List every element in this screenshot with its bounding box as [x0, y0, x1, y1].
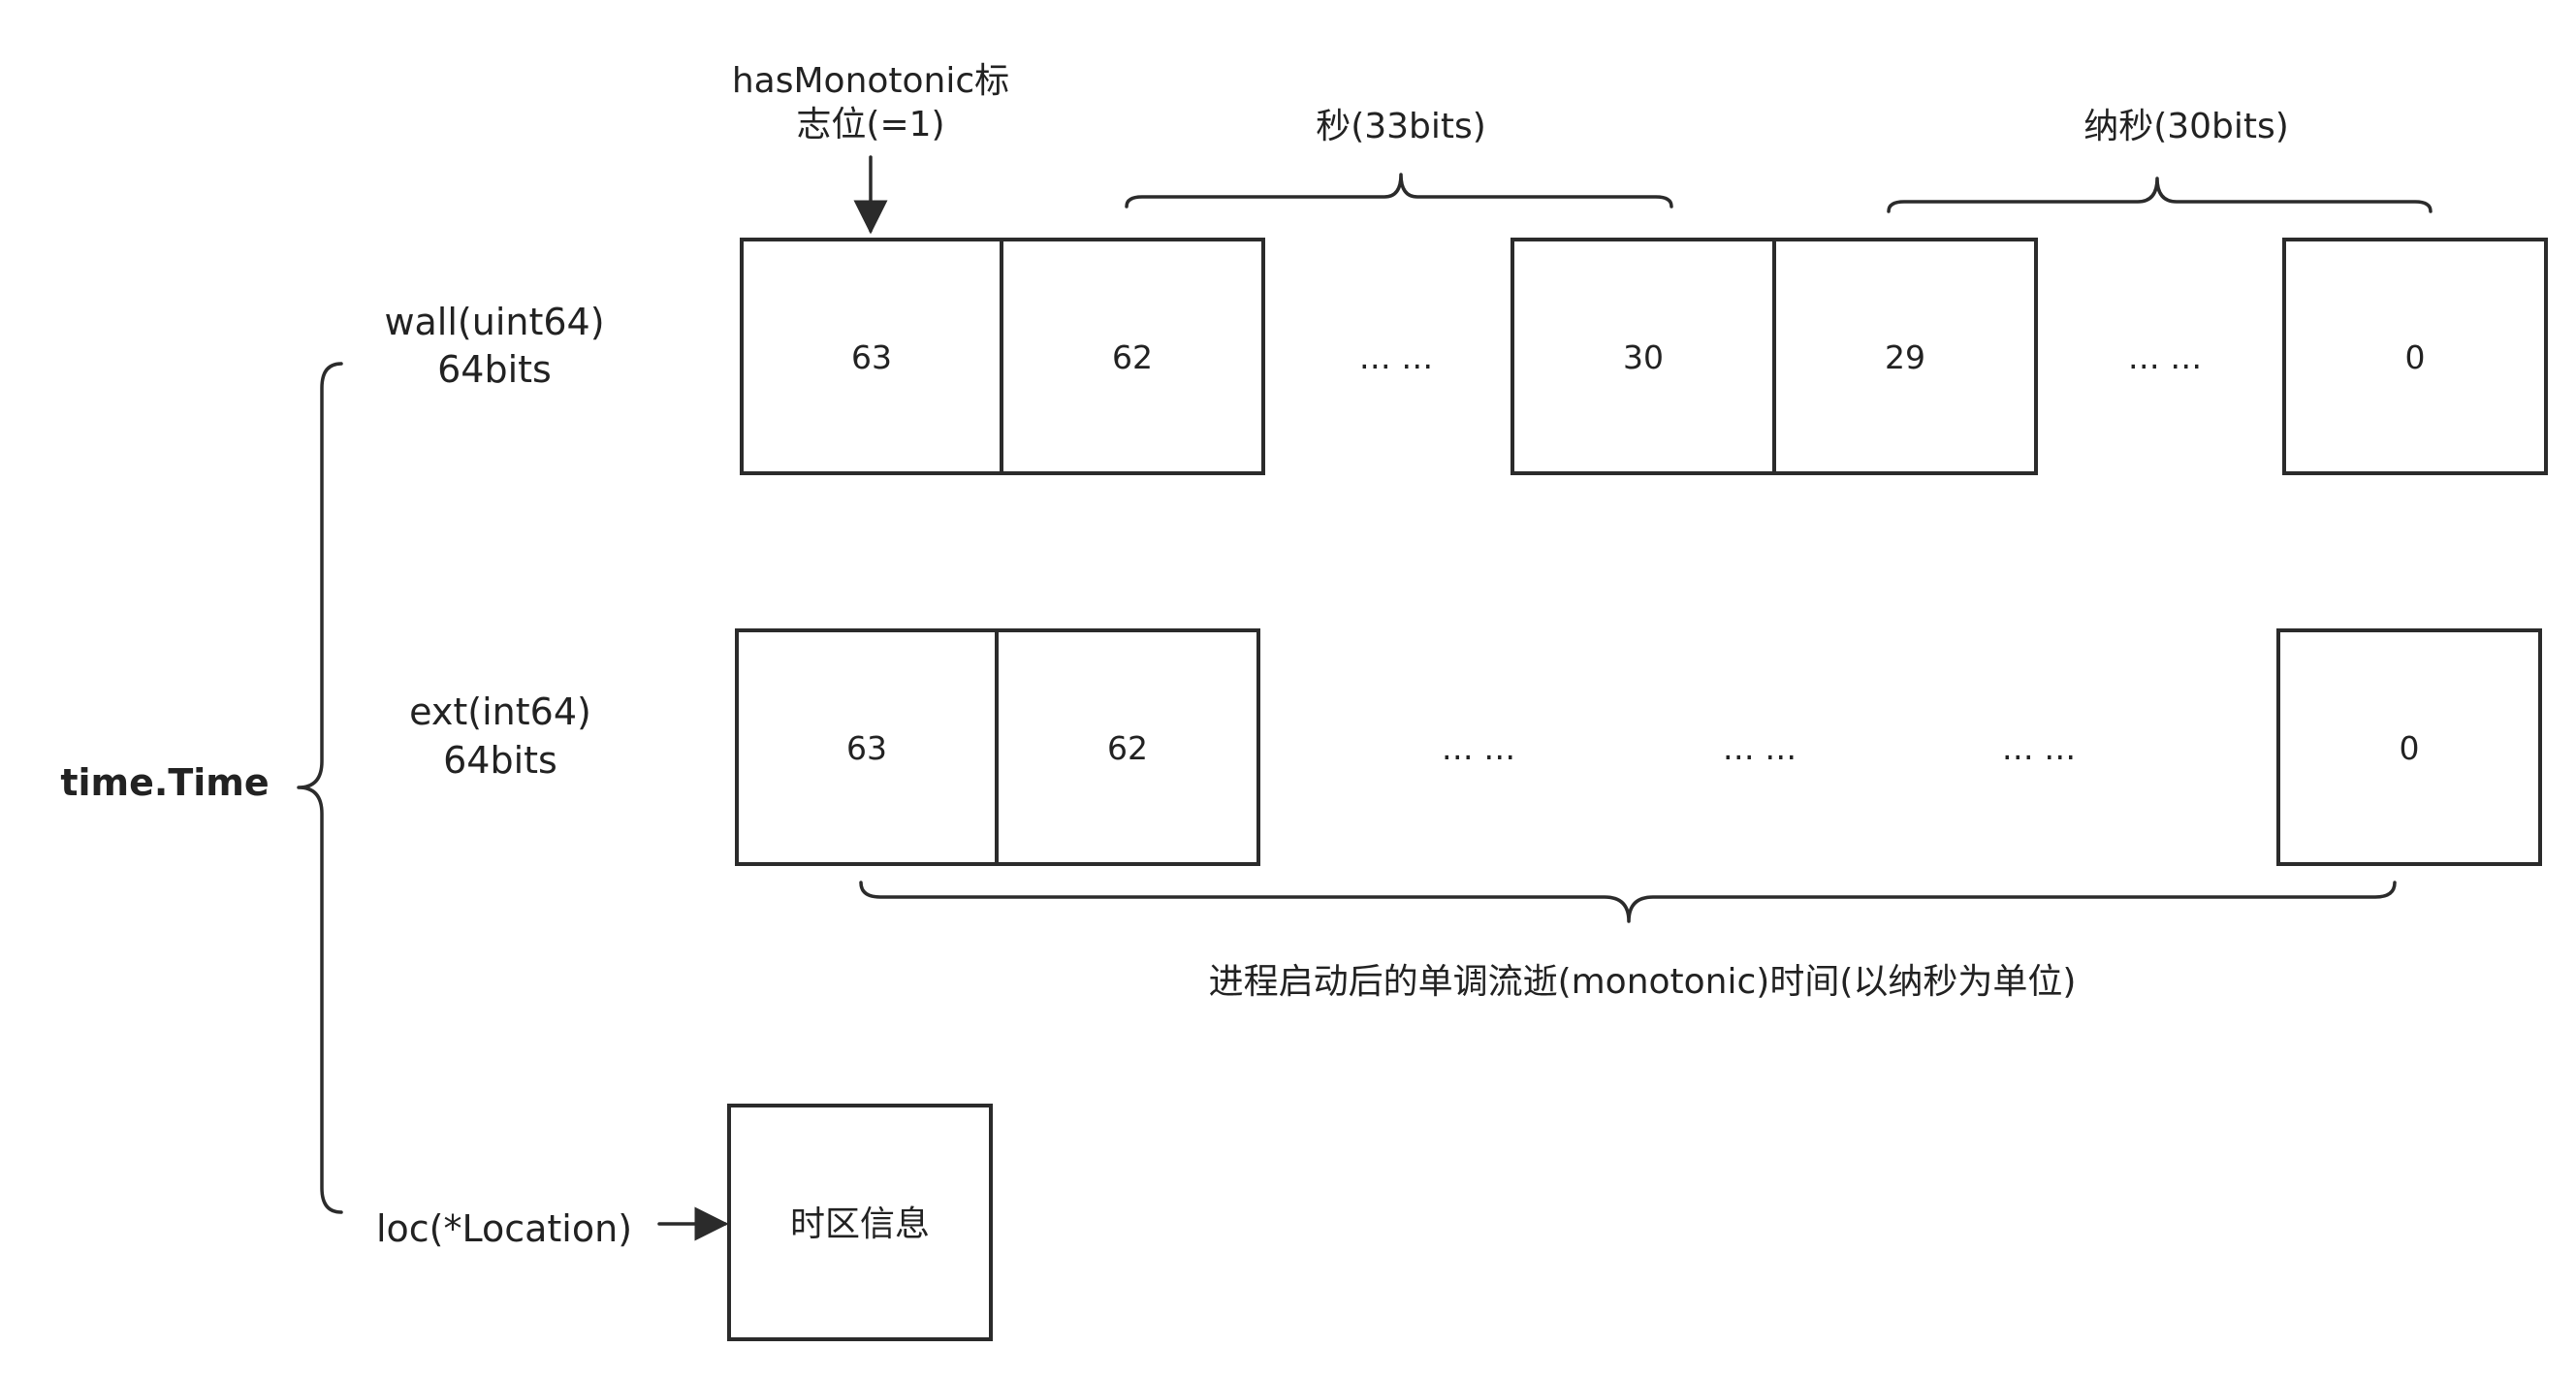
wall-bit-29: 29 — [1885, 338, 1925, 376]
wall-bit-30: 30 — [1623, 338, 1664, 376]
wall-bit-cell: 62 — [1000, 238, 1265, 475]
ext-field-size: 64bits — [443, 739, 557, 782]
wall-bit-cell: 30 — [1511, 238, 1776, 475]
ext-brace — [859, 881, 2397, 923]
root-brace — [297, 362, 343, 1214]
ext-bit-cell: 63 — [735, 628, 999, 866]
wall-bit-62: 62 — [1112, 338, 1153, 376]
seconds-brace — [1125, 173, 1673, 209]
wall-bit-cells: 63 62 … … 30 29 … … 0 — [740, 238, 2548, 475]
nanoseconds-label: 纳秒(30bits) — [2083, 107, 2289, 146]
wall-ellipsis: … … — [1359, 338, 1434, 376]
ext-ellipsis: … … — [1442, 729, 1516, 767]
has-monotonic-flag-label: hasMonotonic标 — [732, 61, 1009, 101]
wall-bit-cell: 29 — [1772, 238, 2038, 475]
root-label: time.Time — [60, 761, 269, 804]
wall-field-name: wall(uint64) — [384, 301, 604, 343]
wall-ellipsis: … … — [2128, 338, 2203, 376]
ext-bit-63: 63 — [846, 729, 887, 767]
ext-bit-cell: 62 — [995, 628, 1260, 866]
ext-field-name: ext(int64) — [409, 690, 591, 733]
timezone-info-label: 时区信息 — [790, 1204, 930, 1244]
ext-bit-0: 0 — [2400, 729, 2420, 767]
ext-annotation: 进程启动后的单调流逝(monotonic)时间(以纳秒为单位) — [1209, 962, 2077, 1002]
timezone-info-box: 时区信息 — [727, 1104, 993, 1341]
ext-bit-cells: 63 62 … … … … … … 0 — [735, 628, 2542, 866]
wall-bit-0: 0 — [2405, 338, 2426, 376]
ext-bit-62: 62 — [1107, 729, 1148, 767]
nanoseconds-brace — [1887, 177, 2433, 213]
wall-field-size: 64bits — [437, 348, 552, 391]
ext-ellipsis: … … — [2002, 729, 2077, 767]
ext-ellipsis: … … — [1723, 729, 1797, 767]
wall-bit-cell: 63 — [740, 238, 1003, 475]
wall-bit-63: 63 — [851, 338, 892, 376]
seconds-label: 秒(33bits) — [1316, 107, 1486, 146]
wall-bit-cell: 0 — [2282, 238, 2548, 475]
has-monotonic-flag-label-cont: 志位(=1) — [796, 105, 944, 144]
loc-field-name: loc(*Location) — [376, 1207, 632, 1250]
ext-bit-cell: 0 — [2276, 628, 2542, 866]
